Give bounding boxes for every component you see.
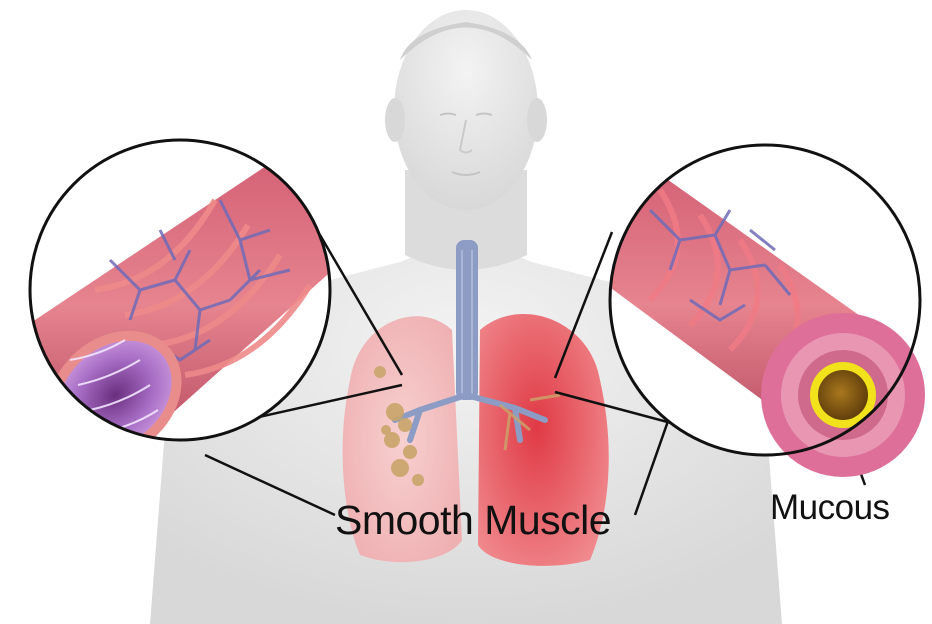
mucous-label: Mucous bbox=[770, 488, 890, 528]
smooth-muscle-label: Smooth Muscle bbox=[335, 497, 611, 544]
